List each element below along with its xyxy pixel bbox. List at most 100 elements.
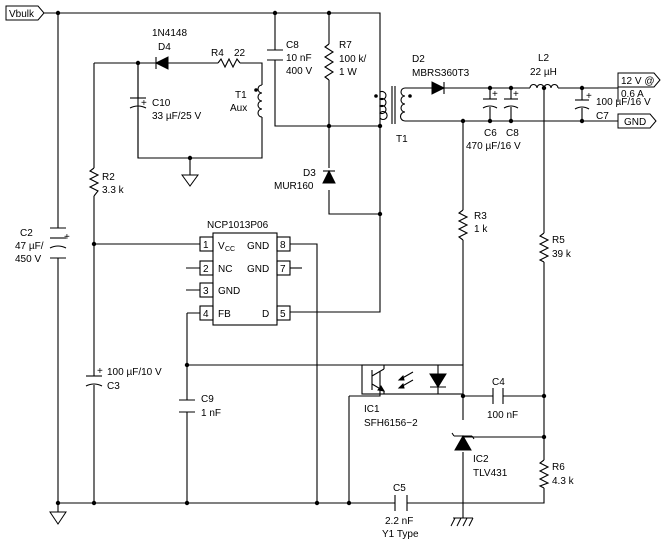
r7-value-2: 1 W bbox=[339, 67, 357, 78]
pin-2-number: 2 bbox=[203, 264, 209, 275]
resistor-r4: R4 22 bbox=[211, 48, 246, 69]
pin-d-label: D bbox=[262, 309, 269, 320]
r7-value-1: 100 k/ bbox=[339, 54, 366, 65]
c6c8-value: 470 µF/16 V bbox=[466, 141, 521, 152]
resistor-r5: R5 39 k bbox=[538, 232, 572, 263]
c5-ref: C5 bbox=[393, 483, 406, 494]
c4-value: 100 nF bbox=[487, 410, 518, 421]
pin-nc-label: NC bbox=[218, 264, 232, 275]
c5-value: 2.2 nF bbox=[385, 516, 413, 527]
pin-5-number: 5 bbox=[280, 309, 286, 320]
c8a-value-1: 10 nF bbox=[286, 53, 312, 64]
ic2-ref: IC2 bbox=[473, 454, 489, 465]
c2-value-1: 47 µF/ bbox=[15, 241, 44, 252]
d4-part: 1N4148 bbox=[152, 28, 187, 39]
c8-ref: C8 bbox=[506, 128, 519, 139]
r6-ref: R6 bbox=[552, 462, 565, 473]
capacitor-c8-snubber: C8 10 nF 400 V bbox=[267, 40, 312, 77]
c8-plus: + bbox=[513, 89, 519, 100]
vbulk-flag: Vbulk bbox=[5, 5, 45, 21]
pin-vcc-label: V bbox=[218, 241, 225, 252]
d2-ref: D2 bbox=[412, 54, 425, 65]
gnd-label: GND bbox=[624, 117, 646, 128]
resistor-r7: R7 100 k/ 1 W bbox=[323, 40, 366, 81]
output-current-label: 0.6 A bbox=[621, 89, 644, 100]
resistor-r3: R3 1 k bbox=[457, 209, 488, 241]
pin-gnd3-label: GND bbox=[218, 286, 240, 297]
capacitor-c7: + 100 µF/16 V C7 bbox=[574, 91, 651, 122]
t1-ref: T1 bbox=[396, 134, 408, 145]
d4-ref: D4 bbox=[158, 42, 171, 53]
c10-plus: + bbox=[141, 98, 147, 109]
wires bbox=[44, 12, 618, 518]
c7-value: 100 µF/16 V bbox=[596, 97, 651, 108]
controller-ncp1013: NCP1013P06 1 2 3 4 5 8 7 V CC NC GND FB … bbox=[199, 220, 291, 326]
c10-value: 33 µF/25 V bbox=[152, 111, 201, 122]
r5-value: 39 k bbox=[552, 249, 572, 260]
d3-part: MUR160 bbox=[274, 181, 314, 192]
c8a-value-2: 400 V bbox=[286, 66, 312, 77]
c5-type: Y1 Type bbox=[382, 529, 419, 540]
ground-symbol-left bbox=[49, 511, 67, 525]
pin-3-number: 3 bbox=[203, 286, 209, 297]
l2-ref: L2 bbox=[538, 53, 550, 64]
resistor-r2: R2 3.3 k bbox=[88, 167, 125, 197]
ic1-ref: IC1 bbox=[364, 404, 380, 415]
diode-d2: D2 MBRS360T3 bbox=[412, 54, 470, 95]
c9-value: 1 nF bbox=[201, 408, 221, 419]
pin-7-number: 7 bbox=[280, 264, 286, 275]
capacitor-c9: C9 1 nF bbox=[179, 394, 221, 419]
d2-part: MBRS360T3 bbox=[412, 68, 470, 79]
gnd-flag: GND bbox=[617, 113, 657, 129]
c8a-ref: C8 bbox=[286, 40, 299, 51]
pin-4-number: 4 bbox=[203, 309, 209, 320]
pin-gnd8-label: GND bbox=[247, 241, 269, 252]
c6-plus: + bbox=[492, 89, 498, 100]
output-voltage-label: 12 V @ bbox=[621, 76, 655, 87]
capacitor-c3: + 100 µF/10 V C3 bbox=[85, 366, 162, 392]
r3-ref: R3 bbox=[474, 211, 487, 222]
pin-8-number: 8 bbox=[280, 240, 286, 251]
diode-d3: D3 MUR160 bbox=[274, 168, 336, 192]
junctions bbox=[55, 10, 585, 506]
r4-ref: R4 bbox=[211, 48, 224, 59]
c4-ref: C4 bbox=[492, 377, 505, 388]
vbulk-label: Vbulk bbox=[9, 9, 35, 20]
ground-symbol-aux bbox=[181, 174, 199, 187]
l2-value: 22 µH bbox=[530, 67, 557, 78]
pin-fb-label: FB bbox=[218, 309, 231, 320]
shunt-regulator-ic2: IC2 TLV431 bbox=[451, 432, 508, 479]
ic2-part: TLV431 bbox=[473, 468, 508, 479]
c7-ref: C7 bbox=[596, 111, 609, 122]
aux-label: Aux bbox=[230, 103, 247, 114]
c3-plus: + bbox=[97, 366, 103, 377]
capacitor-c5-y1: C5 2.2 nF Y1 Type bbox=[382, 483, 419, 540]
chassis-ground-symbol bbox=[450, 517, 474, 527]
c3-ref: C3 bbox=[107, 381, 120, 392]
pin-vcc-subscript: CC bbox=[225, 246, 235, 253]
r6-value: 4.3 k bbox=[552, 476, 575, 487]
c6-ref: C6 bbox=[484, 128, 497, 139]
diode-d4: 1N4148 D4 bbox=[152, 28, 187, 70]
c2-plus: + bbox=[64, 232, 70, 243]
optocoupler-ic1: IC1 SFH6156−2 bbox=[361, 364, 464, 429]
pin-gnd7-label: GND bbox=[247, 264, 269, 275]
transformer-aux-winding: T1 Aux bbox=[230, 84, 263, 118]
capacitor-c6: + C6 bbox=[482, 89, 498, 139]
capacitor-c4: C4 100 nF bbox=[487, 377, 518, 421]
r5-ref: R5 bbox=[552, 235, 565, 246]
capacitor-c2: + C2 47 µF/ 450 V bbox=[15, 227, 70, 265]
inductor-l2: L2 22 µH bbox=[529, 53, 559, 89]
aux-ref: T1 bbox=[235, 90, 247, 101]
output-12v-flag: 12 V @ 0.6 A bbox=[610, 72, 661, 102]
pin-1-number: 1 bbox=[203, 240, 209, 251]
r7-ref: R7 bbox=[339, 40, 352, 51]
ncp1013-part: NCP1013P06 bbox=[207, 220, 269, 231]
ic1-part: SFH6156−2 bbox=[364, 418, 418, 429]
transformer-t1: T1 bbox=[374, 86, 412, 145]
c3-value: 100 µF/10 V bbox=[107, 367, 162, 378]
c10-ref: C10 bbox=[152, 98, 171, 109]
c7-plus: + bbox=[586, 91, 592, 102]
resistor-r6: R6 4.3 k bbox=[538, 459, 575, 489]
